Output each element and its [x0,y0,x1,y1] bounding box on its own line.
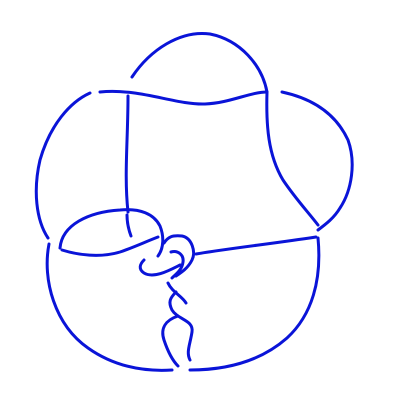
center-twist-upper [162,234,196,278]
center-twist-middle [166,281,188,305]
center-twist-bottom-left [161,314,180,368]
bottom-lobe-outer [45,242,174,372]
top-lobe-left-leg [124,94,130,214]
knot-strands [34,32,354,372]
top-lobe-right-leg [265,90,320,227]
right-lobe-arc [280,90,354,232]
top-lobe-left-leg-lower [125,213,133,238]
left-inner-loop-bottom [60,235,160,257]
bottom-lobe-right [188,236,321,372]
left-inner-loop [58,208,165,258]
center-twist-lower [168,290,194,362]
right-horizontal-band [194,235,318,256]
left-lobe-arc [34,91,92,240]
left-inner-loop-close [138,258,182,277]
center-twist-arc [169,250,185,280]
top-lobe-arc [130,32,269,94]
inner-top-band [98,89,269,106]
